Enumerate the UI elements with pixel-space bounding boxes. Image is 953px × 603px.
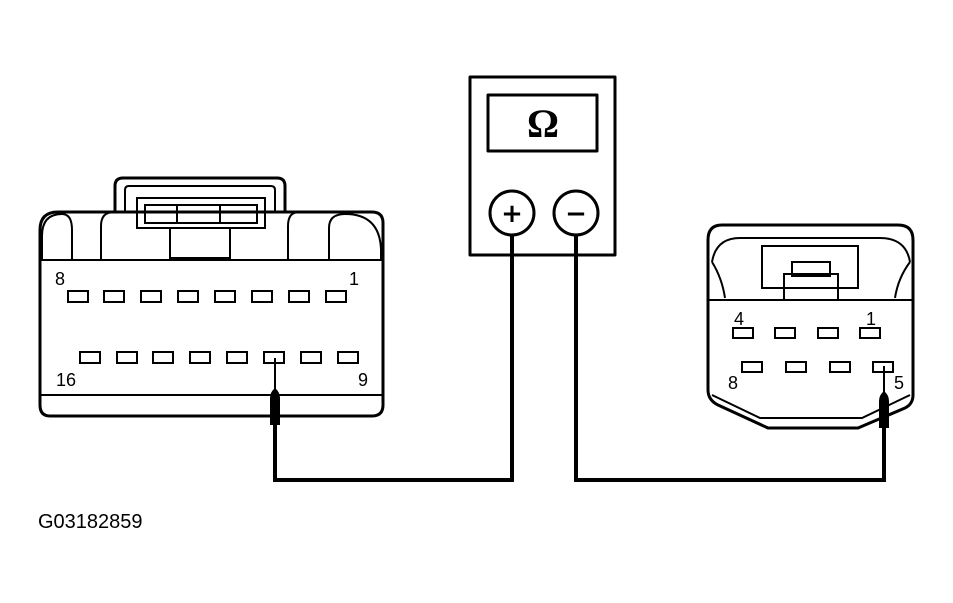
right-pin [859,327,881,339]
left-label-bottom-right: 9 [358,370,368,390]
left-pin [300,351,322,364]
right-probe-icon [879,391,889,428]
left-pin [214,290,236,303]
right-label-top-left: 4 [734,309,744,329]
right-pin [829,361,851,373]
right-pin [741,361,763,373]
left-connector: 8 1 16 9 [38,176,385,418]
right-pin [732,327,754,339]
positive-sign: + [501,199,523,229]
left-pin [226,351,248,364]
negative-sign: − [565,199,587,229]
left-pin [103,290,125,303]
left-pin-row-top [67,290,347,303]
left-pin [152,351,174,364]
right-label-top-right: 1 [866,309,876,329]
left-pin-row-bottom [79,351,359,364]
figure-id: G03182859 [38,511,143,533]
right-pin-row-top [732,327,881,339]
left-pin [337,351,359,364]
left-pin [116,351,138,364]
ohm-symbol: Ω [527,101,559,146]
left-pin [140,290,162,303]
left-pin [325,290,347,303]
left-label-bottom-left: 16 [56,370,76,390]
left-label-top-right: 1 [349,269,359,289]
meter-display [486,93,599,153]
left-pin [177,290,199,303]
left-pin [79,351,101,364]
right-pin [785,361,807,373]
test-leads [270,235,889,482]
negative-lead-wire [574,235,886,482]
right-pin-row-bottom [741,361,894,373]
right-pin [774,327,796,339]
ohmmeter: Ω + − [468,75,617,257]
left-pin [189,351,211,364]
positive-lead-wire [273,235,514,482]
right-connector: 4 1 8 5 [706,223,915,430]
left-pin [251,290,273,303]
left-label-top-left: 8 [55,269,65,289]
right-pin [817,327,839,339]
left-probe-icon [270,388,280,425]
left-pin [67,290,89,303]
right-label-bottom-right: 5 [894,373,904,393]
right-label-bottom-left: 8 [728,373,738,393]
left-pin [288,290,310,303]
